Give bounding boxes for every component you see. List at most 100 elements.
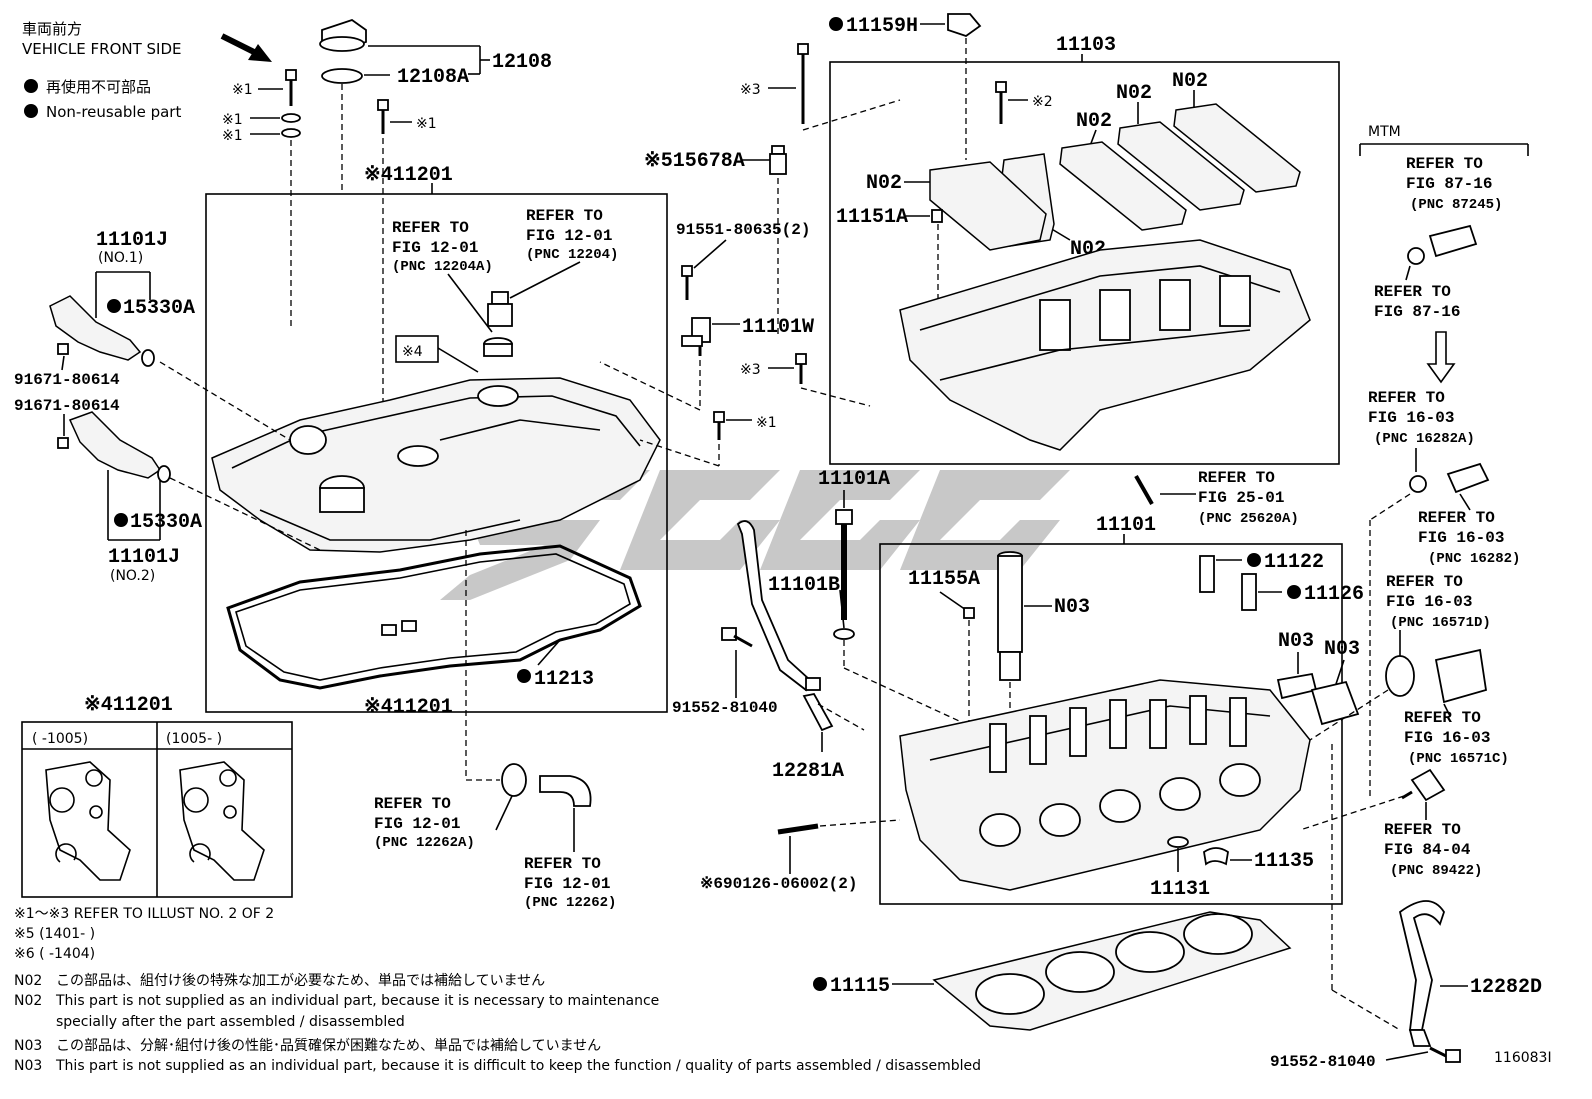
down-arrow-icon — [1426, 331, 1456, 384]
svg-text:FIG 16-03: FIG 16-03 — [1404, 729, 1490, 747]
svg-text:REFER TO: REFER TO — [1406, 155, 1483, 173]
svg-text:(PNC 12204A): (PNC 12204A) — [392, 259, 493, 275]
pcv-valve — [487, 291, 513, 327]
label-11115: 11115 — [830, 975, 890, 998]
bolt-x1 — [713, 411, 725, 440]
oil-filler-cap — [319, 19, 367, 52]
box-cylinder-head — [879, 543, 1343, 905]
label-12108A: 12108A — [397, 66, 469, 89]
footnote-1: ※1～※3 REFER TO ILLUST NO. 2 OF 2 — [14, 906, 274, 922]
svg-text:N02: N02 — [14, 993, 42, 1009]
footnote-6: ※6 ( -1404) — [14, 946, 95, 962]
refer-87-16: REFER TO FIG 87-16 — [1374, 283, 1460, 321]
cover-variant-a — [45, 761, 131, 881]
dowel-pin-11155A — [963, 607, 975, 619]
camshaft-housing — [899, 239, 1311, 451]
svg-text:N03: N03 — [14, 1058, 42, 1074]
svg-text:FIG 16-03: FIG 16-03 — [1386, 593, 1472, 611]
n03-note-en: This part is not supplied as an individu… — [55, 1058, 981, 1074]
nonreusable-dot-icon — [24, 79, 38, 93]
svg-text:FIG 25-01: FIG 25-01 — [1198, 489, 1284, 507]
refer-25620A: REFER TO FIG 25-01 (PNC 25620A) — [1198, 469, 1299, 527]
svg-text:N02: N02 — [1076, 110, 1112, 133]
svg-text:※3: ※3 — [740, 362, 761, 378]
label-12282D: 12282D — [1470, 976, 1542, 999]
seal-11135 — [1203, 847, 1229, 866]
label-11101J-no1: 11101J — [96, 229, 168, 252]
svg-text:FIG 12-01: FIG 12-01 — [374, 815, 460, 833]
svg-text:FIG 87-16: FIG 87-16 — [1374, 303, 1460, 321]
front-arrow-icon — [220, 33, 272, 62]
label-11126: 11126 — [1304, 583, 1364, 606]
svg-text:(PNC 87245): (PNC 87245) — [1410, 197, 1502, 213]
svg-text:REFER TO: REFER TO — [1198, 469, 1275, 487]
svg-text:(PNC 16282A): (PNC 16282A) — [1374, 431, 1475, 447]
svg-text:N02: N02 — [866, 172, 902, 195]
bolt-91552 — [721, 627, 753, 648]
refer-16571D: REFER TO FIG 16-03 (PNC 16571D) — [1386, 573, 1491, 631]
label-11101J-no2: 11101J — [108, 546, 180, 569]
svg-text:N03: N03 — [14, 1038, 42, 1054]
cam-sensor — [681, 317, 711, 356]
svg-text:REFER TO: REFER TO — [374, 795, 451, 813]
variant-left: ( -1005) — [32, 731, 88, 747]
ocv-solenoid-no2 — [68, 411, 171, 483]
hose-clamp — [1409, 475, 1427, 493]
engine-hanger-12281A — [736, 520, 834, 732]
label-11101A: 11101A — [818, 468, 890, 491]
x4-box — [395, 335, 439, 363]
n03-note-jp: この部品は、分解･組付け後の性能･品質確保が困難なため、単品では補給していません — [56, 1038, 601, 1054]
hose-16571C — [1434, 648, 1488, 704]
label-91671-b: 91671-80614 — [14, 397, 120, 415]
cylinder-head — [899, 679, 1311, 891]
label-12108: 12108 — [492, 51, 552, 74]
label-11213: 11213 — [534, 668, 594, 691]
dowel-pin — [931, 209, 943, 223]
label-11201: ※411201 — [364, 164, 453, 187]
label-11122: 11122 — [1264, 551, 1324, 574]
label-91671-a: 91671-80614 — [14, 371, 120, 389]
svg-text:REFER TO: REFER TO — [1386, 573, 1463, 591]
label-11101W: 11101W — [742, 316, 814, 339]
svg-text:N02: N02 — [1172, 70, 1208, 93]
label-11131: 11131 — [1150, 878, 1210, 901]
variant-right: (1005- ) — [166, 731, 222, 747]
filler-cap-gasket — [321, 68, 363, 84]
svg-text:※4: ※4 — [402, 344, 423, 360]
svg-text:REFER TO: REFER TO — [392, 219, 469, 237]
svg-text:FIG 12-01: FIG 12-01 — [526, 227, 612, 245]
svg-text:(NO.2): (NO.2) — [110, 568, 155, 584]
plug-15678A — [769, 145, 787, 175]
refer-12262: REFER TO FIG 12-01 (PNC 12262) — [524, 855, 616, 911]
label-91552-a: 91552-81040 — [672, 699, 778, 717]
footnote-5: ※5 (1401- ) — [14, 926, 95, 942]
engine-hanger-12282D — [1398, 900, 1445, 1047]
svg-text:REFER TO: REFER TO — [1404, 709, 1481, 727]
label-11135: 11135 — [1254, 850, 1314, 873]
cylinder-head-cover — [211, 377, 661, 553]
hose-87-16 — [1407, 224, 1478, 265]
cover-variant-b — [179, 761, 265, 881]
legend-jp: 再使用不可部品 — [46, 78, 151, 96]
temperature-sensor — [1401, 768, 1446, 802]
label-91552-b: 91552-81040 — [1270, 1053, 1376, 1071]
hose-16282 — [1446, 462, 1490, 494]
front-label-en: VEHICLE FRONT SIDE — [22, 40, 182, 58]
bolt-x1 — [377, 99, 389, 134]
svg-text:(PNC 16571D): (PNC 16571D) — [1390, 615, 1491, 631]
refer-12204: REFER TO FIG 12-01 (PNC 12204) — [526, 207, 618, 263]
legend-en: Non-reusable part — [46, 103, 181, 121]
box-camshaft-housing — [829, 61, 1340, 465]
svg-text:N03: N03 — [1278, 630, 1314, 653]
head-cover-gasket — [226, 544, 642, 690]
svg-text:FIG 84-04: FIG 84-04 — [1384, 841, 1471, 859]
refer-12262A: REFER TO FIG 12-01 (PNC 12262A) — [374, 795, 475, 851]
svg-text:(PNC 25620A): (PNC 25620A) — [1198, 511, 1299, 527]
bolt-x1 — [285, 69, 297, 106]
washer — [281, 128, 301, 138]
svg-text:(PNC 12204): (PNC 12204) — [526, 247, 618, 263]
svg-text:FIG 12-01: FIG 12-01 — [392, 239, 478, 257]
svg-text:N03: N03 — [1054, 596, 1090, 619]
illustration-id: 116083I — [1494, 1050, 1552, 1066]
